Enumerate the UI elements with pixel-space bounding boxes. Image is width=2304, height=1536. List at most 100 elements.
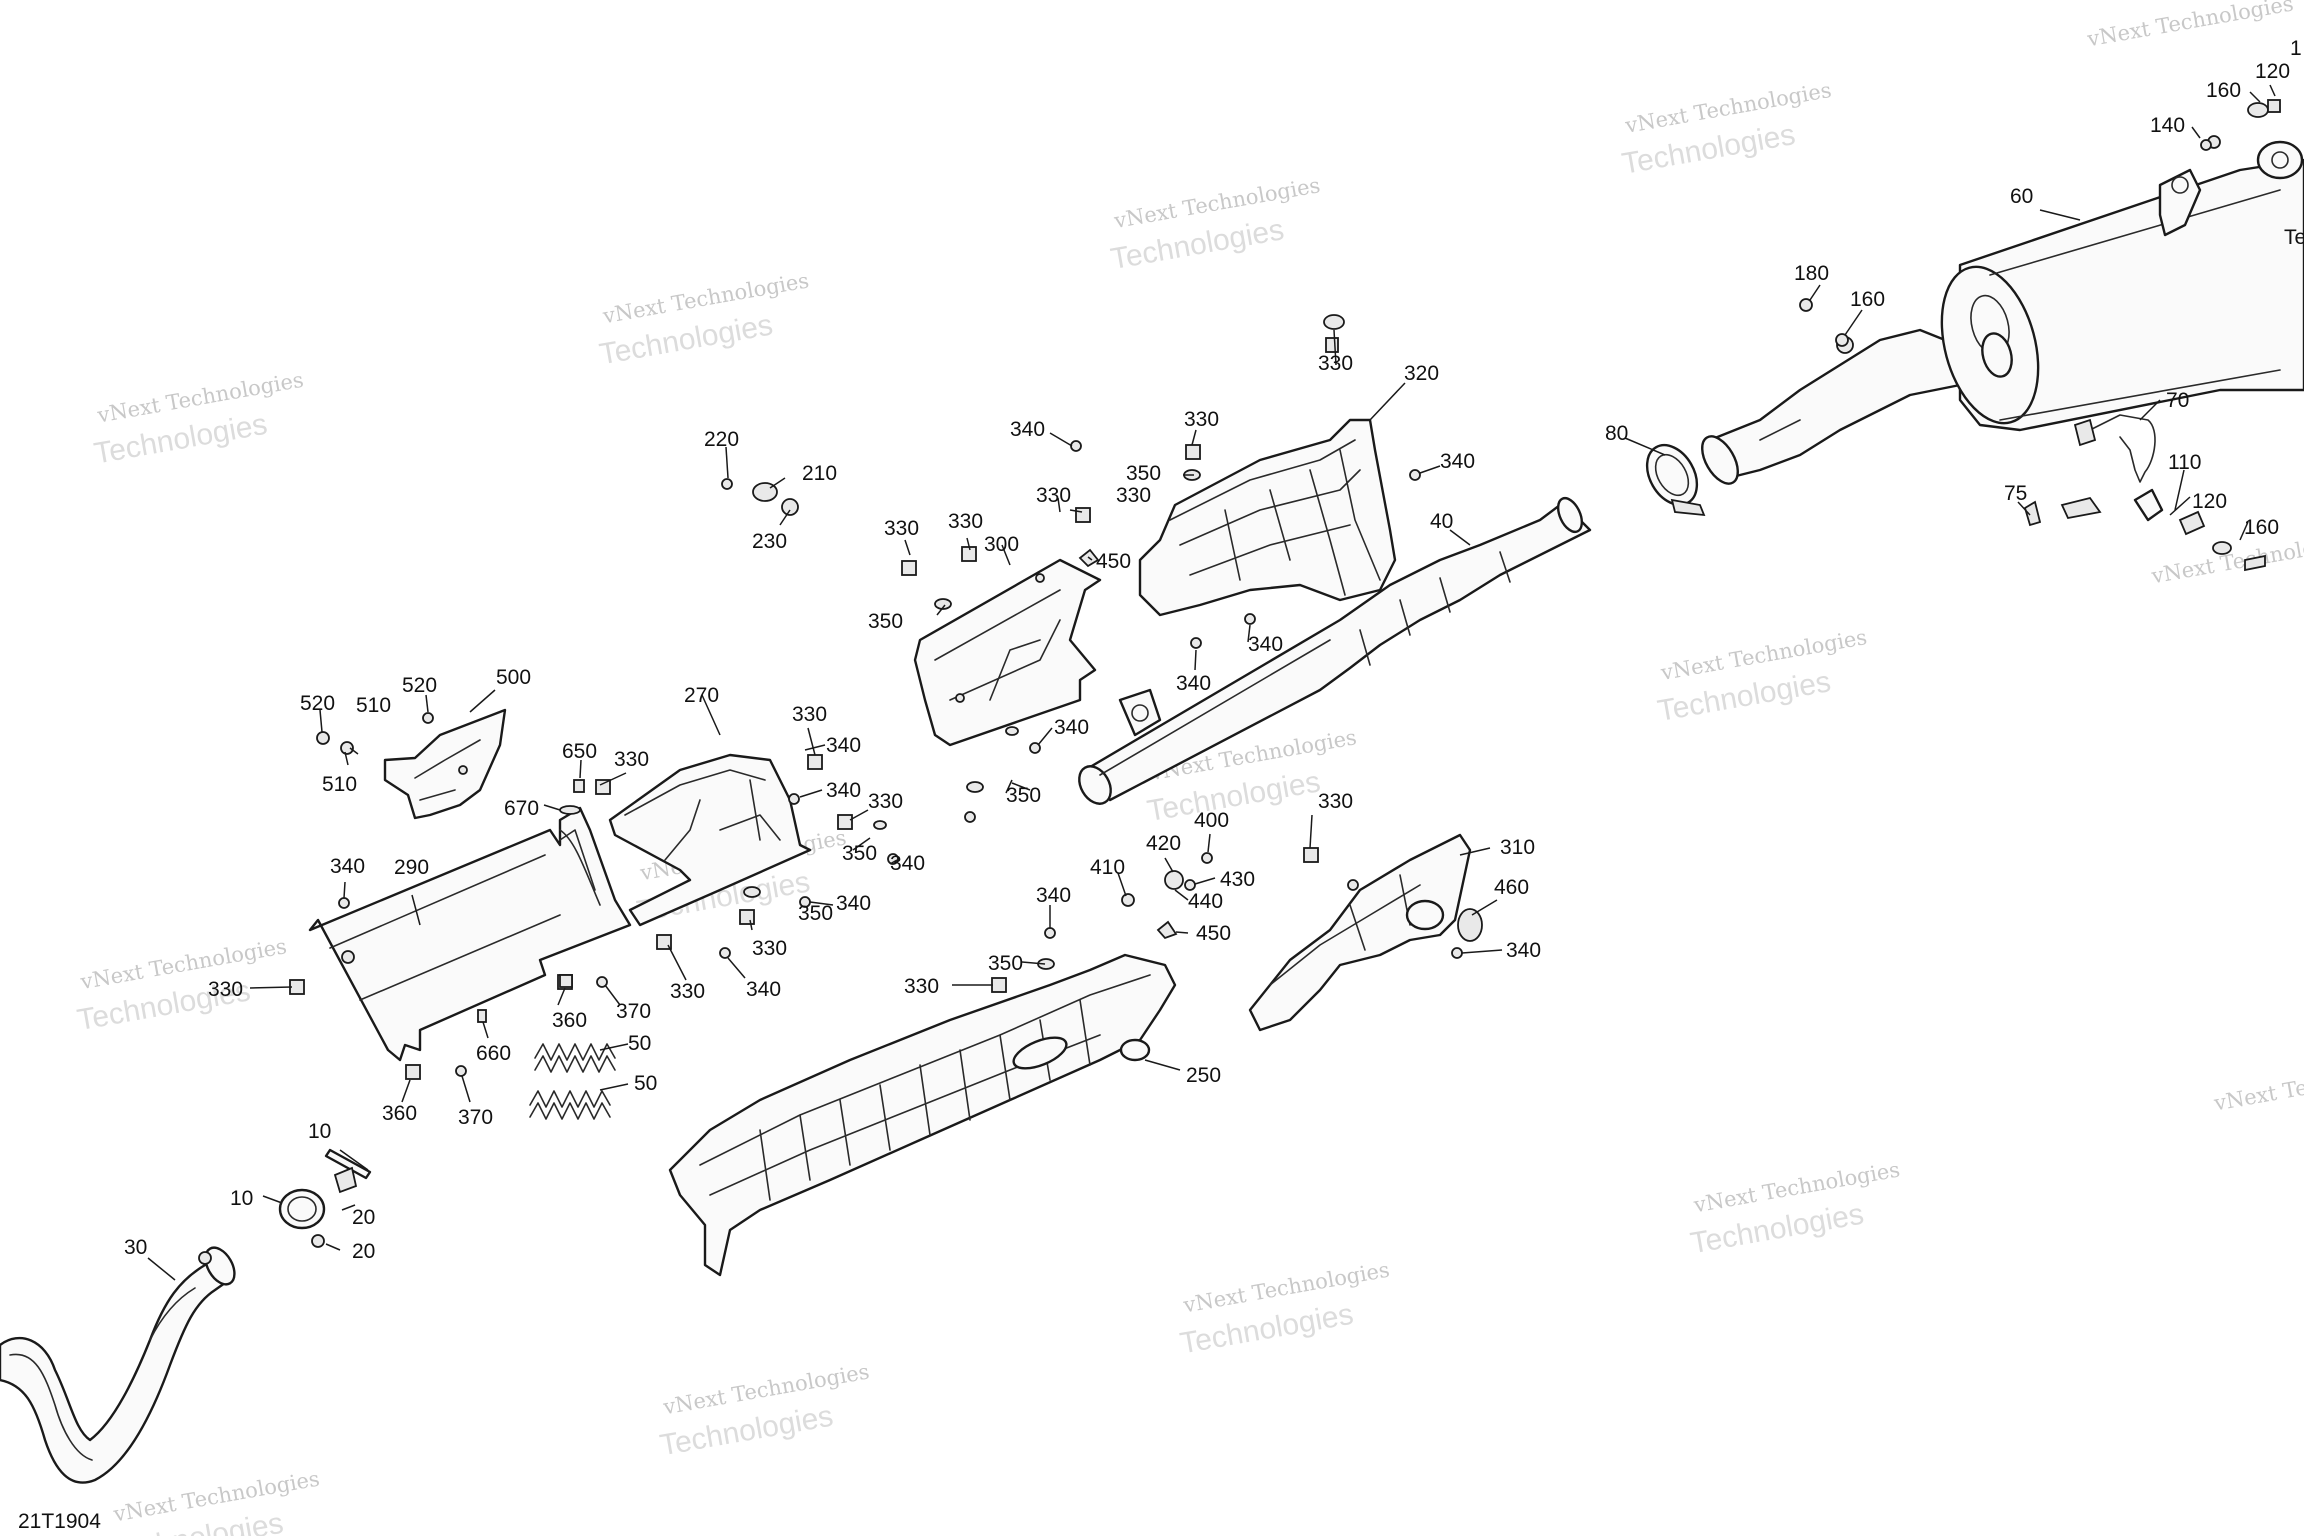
watermark-line: vNext Technologies <box>2211 1056 2304 1116</box>
callout-430: 430 <box>1220 868 1255 891</box>
callout-340: 340 <box>1036 884 1071 907</box>
callout-330: 330 <box>752 937 787 960</box>
callout-660: 660 <box>476 1042 511 1065</box>
callout-330: 330 <box>1184 408 1219 431</box>
callout-350: 350 <box>798 902 833 925</box>
callout-270: 270 <box>684 684 719 707</box>
callout-340: 340 <box>826 779 861 802</box>
callout-350: 350 <box>868 610 903 633</box>
callout-120: 120 <box>2192 490 2227 513</box>
callout-350: 350 <box>1126 462 1161 485</box>
callout-75: 75 <box>2004 482 2027 505</box>
callout-330: 330 <box>868 790 903 813</box>
callout-340: 340 <box>330 855 365 878</box>
callout-330: 330 <box>1318 790 1353 813</box>
mid-pipe-part-40 <box>1078 496 1592 805</box>
callout-440: 440 <box>1188 890 1223 913</box>
callout-340: 340 <box>1440 450 1475 473</box>
callout-510: 510 <box>322 773 357 796</box>
gasket-part-10 <box>278 1148 372 1248</box>
callout-30: 30 <box>124 1236 147 1259</box>
callout-310: 310 <box>1500 836 1535 859</box>
callout-320: 320 <box>1404 362 1439 385</box>
callout-450: 450 <box>1196 922 1231 945</box>
callout-340: 340 <box>890 852 925 875</box>
bracket-part-270 <box>608 753 812 927</box>
callout-20: 20 <box>352 1240 375 1263</box>
muffler-part-60 <box>1701 140 2304 485</box>
callout-350: 350 <box>842 842 877 865</box>
callout-330: 330 <box>948 510 983 533</box>
callout-330: 330 <box>904 975 939 998</box>
callout-420: 420 <box>1146 832 1181 855</box>
callout-220: 220 <box>704 428 739 451</box>
callout-520: 520 <box>402 674 437 697</box>
heat-shield-part-290 <box>308 806 632 1062</box>
callout-160: 160 <box>2206 79 2241 102</box>
callout-10: 10 <box>230 1187 253 1210</box>
callout-partial: Te <box>2284 226 2304 249</box>
callout-360: 360 <box>382 1102 417 1125</box>
callout-290: 290 <box>394 856 429 879</box>
callout-160: 160 <box>1850 288 1885 311</box>
callout-120: 120 <box>2255 60 2290 83</box>
callout-330: 330 <box>1318 352 1353 375</box>
callout-360: 360 <box>552 1009 587 1032</box>
callout-330: 330 <box>1036 484 1071 507</box>
callout-330: 330 <box>208 978 243 1001</box>
callout-400: 400 <box>1194 809 1229 832</box>
header-pipe-part-30 <box>0 1246 236 1484</box>
callout-460: 460 <box>1494 876 1529 899</box>
callout-340: 340 <box>826 734 861 757</box>
watermark-line: vNext Technologies <box>2149 528 2304 588</box>
callout-330: 330 <box>792 703 827 726</box>
callout-520: 520 <box>300 692 335 715</box>
leader-lines <box>147 84 2276 1281</box>
callout-650: 650 <box>562 740 597 763</box>
callout-330: 330 <box>614 748 649 771</box>
callout-370: 370 <box>616 1000 651 1023</box>
callout-210: 210 <box>802 462 837 485</box>
callout-340: 340 <box>1010 418 1045 441</box>
callout-340: 340 <box>1054 716 1089 739</box>
springs-part-50 <box>529 1043 616 1120</box>
callout-250: 250 <box>1186 1064 1221 1087</box>
callout-180: 180 <box>1794 262 1829 285</box>
callout-330: 330 <box>670 980 705 1003</box>
callout-labels: 10 10 20 20 30 40 50 50 60 70 75 80 110 … <box>124 37 2304 1263</box>
callout-70: 70 <box>2166 389 2189 412</box>
hardware-layer <box>289 99 2281 1080</box>
callout-330: 330 <box>884 517 919 540</box>
callout-370: 370 <box>458 1106 493 1129</box>
watermark-line: vNext Technologies <box>2085 0 2296 51</box>
callout-670: 670 <box>504 797 539 820</box>
callout-10: 10 <box>308 1120 331 1143</box>
callout-partial: 1 <box>2290 37 2302 60</box>
callout-510: 510 <box>356 694 391 717</box>
callout-300: 300 <box>984 533 1019 556</box>
callout-110: 110 <box>2168 451 2201 474</box>
callout-50: 50 <box>634 1072 657 1095</box>
callout-230: 230 <box>752 530 787 553</box>
callout-350: 350 <box>988 952 1023 975</box>
diagram-reference-number: 21T1904 <box>18 1510 101 1533</box>
callout-410: 410 <box>1090 856 1125 879</box>
callout-50: 50 <box>628 1032 651 1055</box>
callout-160: 160 <box>2244 516 2279 539</box>
heat-shield-part-310 <box>1248 833 1472 1032</box>
callout-340: 340 <box>1248 633 1283 656</box>
bracket-part-300 <box>913 558 1102 747</box>
callout-20: 20 <box>352 1206 375 1229</box>
bracket-part-500 <box>383 708 507 820</box>
callout-340: 340 <box>746 978 781 1001</box>
callout-140: 140 <box>2150 114 2185 137</box>
callout-340: 340 <box>1506 939 1541 962</box>
callout-350: 350 <box>1006 784 1041 807</box>
callout-60: 60 <box>2010 185 2033 208</box>
callout-340: 340 <box>1176 672 1211 695</box>
callout-330: 330 <box>1116 484 1151 507</box>
heat-shield-part-250 <box>668 953 1177 1277</box>
clamp-part-80 <box>1645 443 1706 517</box>
heat-shield-part-320 <box>1138 418 1397 617</box>
